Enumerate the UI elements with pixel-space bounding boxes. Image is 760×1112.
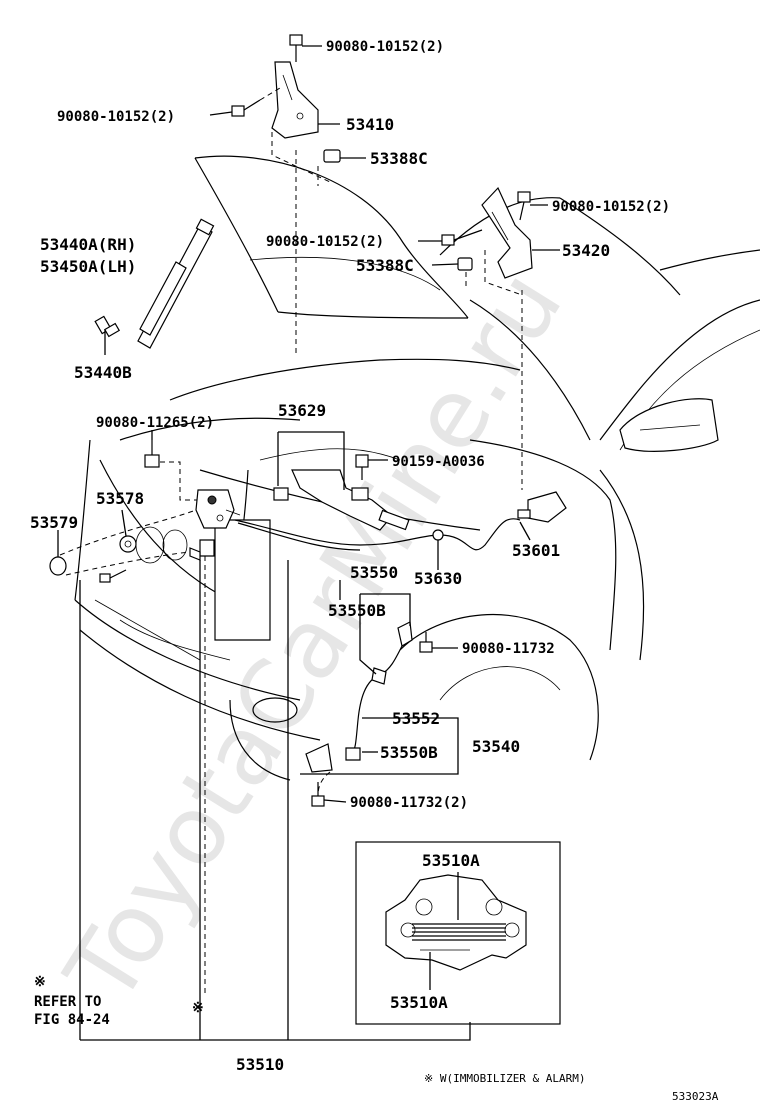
label-53629[interactable]: 53629 (278, 401, 326, 420)
bolt-icon (441, 229, 483, 246)
label-bolt-bottom[interactable]: 90080-11732(2) (350, 795, 468, 811)
label-53510a-bottom[interactable]: 53510A (390, 993, 448, 1012)
hood-support-strut[interactable] (137, 218, 215, 349)
label-bolt-clamp[interactable]: 90080-11732 (462, 641, 555, 657)
label-53388c-mid[interactable]: 53388C (356, 256, 414, 275)
label-clip-bolt[interactable]: 90159-A0036 (392, 454, 485, 470)
label-53388c-top[interactable]: 53388C (370, 149, 428, 168)
label-53510[interactable]: 53510 (236, 1055, 284, 1074)
bolt-icon (311, 782, 325, 807)
label-bolt-right[interactable]: 90080-10152(2) (552, 199, 670, 215)
note-mark-center: ※ (192, 1000, 204, 1016)
inset-box (355, 841, 561, 1025)
label-bolt-lock[interactable]: 90080-11265(2) (96, 415, 214, 431)
label-53550b-top[interactable]: 53550B (328, 601, 386, 620)
label-53550b-bottom[interactable]: 53550B (380, 743, 438, 762)
label-53420[interactable]: 53420 (562, 241, 610, 260)
label-53552[interactable]: 53552 (392, 709, 440, 728)
label-53630[interactable]: 53630 (414, 569, 462, 588)
note-footnote: ※ W(IMMOBILIZER & ALARM) (424, 1072, 586, 1085)
bolt-icon (517, 191, 531, 221)
label-53510a-top[interactable]: 53510A (422, 851, 480, 870)
label-53450a-lh[interactable]: 53450A(LH) (40, 257, 136, 276)
label-53550[interactable]: 53550 (350, 563, 398, 582)
clip-icon (273, 487, 289, 501)
vehicle-outline (74, 155, 760, 781)
label-53440a-rh[interactable]: 53440A(RH) (40, 235, 136, 254)
label-bolt-left[interactable]: 90080-10152(2) (57, 109, 175, 125)
release-lever-53601[interactable] (517, 491, 567, 523)
label-53601[interactable]: 53601 (512, 541, 560, 560)
label-53540[interactable]: 53540 (472, 737, 520, 756)
bolt-icon (419, 632, 433, 653)
bolt-icon (289, 34, 303, 62)
bolt-icon (144, 440, 160, 468)
hood-lock-assy[interactable] (195, 489, 241, 529)
grommet-icon (49, 556, 67, 576)
lock-support-icon (119, 535, 137, 553)
note-fig[interactable]: FIG 84-24 (34, 1012, 110, 1028)
figure-code: 533023A (672, 1090, 719, 1103)
part-labels: 90080-10152(2) 90080-10152(2) 53410 5338… (30, 39, 719, 1103)
connector-icon (99, 569, 127, 583)
note-refer-to[interactable]: REFER TO (34, 994, 101, 1010)
note-mark-left: ※ (34, 974, 46, 990)
cable-guide-53629[interactable] (291, 469, 410, 531)
hood-hinge-53410[interactable] (271, 61, 331, 183)
cushion-icon (317, 149, 341, 186)
hood-lock-cable-53540[interactable] (305, 621, 413, 773)
label-53579[interactable]: 53579 (30, 513, 78, 532)
bolt-icon (231, 87, 281, 117)
hood-lock-switch (189, 539, 215, 561)
bolt-icon (355, 454, 369, 480)
strut-bracket-icon (94, 315, 121, 338)
label-bolt-top[interactable]: 90080-10152(2) (326, 39, 444, 55)
label-bolt-center[interactable]: 90080-10152(2) (266, 234, 384, 250)
label-53440b[interactable]: 53440B (74, 363, 132, 382)
label-53578[interactable]: 53578 (96, 489, 144, 508)
label-53410[interactable]: 53410 (346, 115, 394, 134)
leader-lines (57, 45, 560, 803)
hood-hinge-53420[interactable] (481, 186, 533, 296)
